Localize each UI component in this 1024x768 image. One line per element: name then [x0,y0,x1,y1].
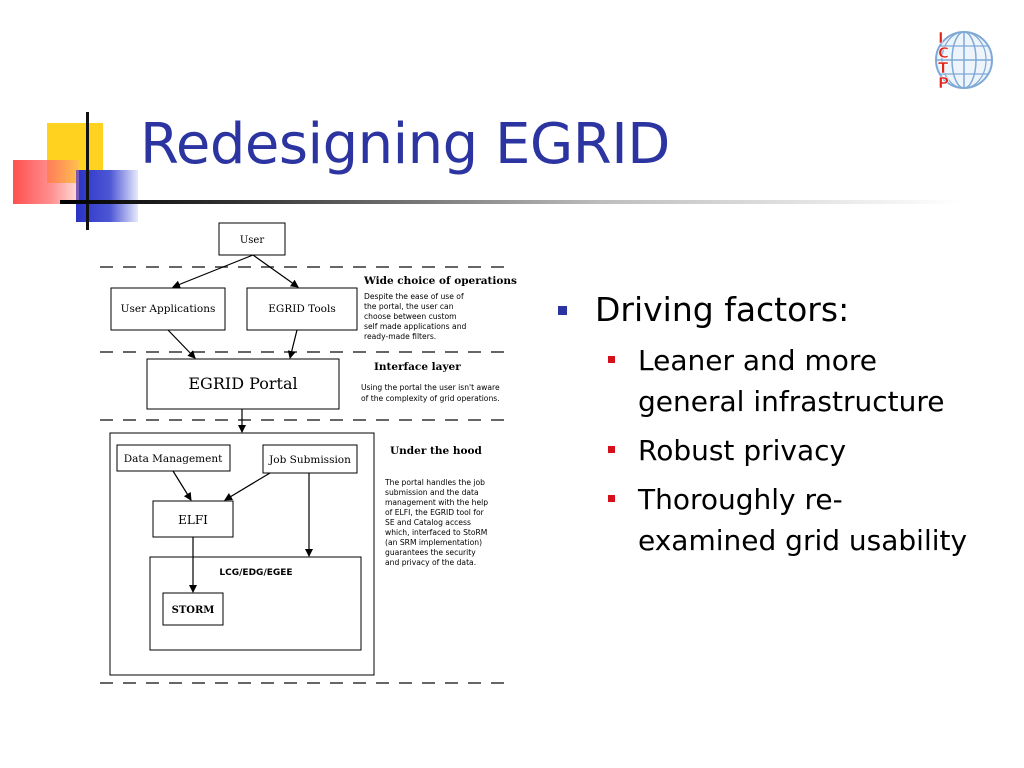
storm-box [162,592,224,626]
sub-bullet-text-line: general infrastructure [638,385,945,418]
sub-bullet-text-line: Thoroughly re- [638,483,843,516]
sub-bullet-text-line: examined grid usability [638,524,968,557]
hood-text-line: of ELFI, the EGRID tool for [385,508,485,517]
hood-text-line: SE and Catalog access [385,518,471,527]
logo-letter-i: I [938,29,944,47]
arrow-jobsubmission-to-elfi [224,472,271,501]
user-applications-label: User Applications [121,303,216,315]
egrid-portal-box [146,358,340,410]
wide-choice-text-line: ready-made filters. [364,332,436,341]
bullet-driving-factors: Driving factors: [555,290,967,330]
wide-choice-text-line: self made applications and [364,322,467,331]
wide-choice-text-line: Despite the ease of use of [364,292,464,301]
arrow-user-to-applications [172,254,254,289]
decor-vertical-line [86,112,89,230]
sub-bullet-text-line: Leaner and more [638,344,877,377]
hood-text-line: submission and the data [385,488,479,497]
user-label: User [240,235,264,246]
hood-text-line: (an SRM implementation) [385,538,482,547]
sub-bullet-text-line: Robust privacy [638,434,847,467]
arrow-tools-to-portal [287,329,298,359]
ictp-logo: I C T P [935,29,993,92]
lcg-label: LCG/EDG/EGEE [219,568,292,578]
wide-choice-text-line: choose between custom [364,312,457,321]
logo-letter-p: P [938,74,949,92]
flow-arrows [167,254,313,593]
data-management-label: Data Management [124,453,223,465]
logo-letter-t: T [938,59,949,77]
arrow-applications-to-portal [167,329,196,359]
egrid-tools-box [246,287,358,331]
decor-red-square [13,160,79,204]
hood-text-line: The portal handles the job [384,478,485,487]
title-underline [60,200,960,204]
interface-text-line: of the complexity of grid operations. [361,394,500,403]
hood-text-line: management with the help [385,498,488,507]
logo-letter-c: C [938,44,949,62]
arrow-datamanagement-to-elfi [172,470,192,501]
hood-heading: Under the hood [390,445,482,457]
data-management-box [116,444,231,472]
egrid-portal-label: EGRID Portal [188,374,297,393]
sub-bullet-leaner-infrastructure: Leaner and more general infrastructure [555,340,967,422]
wide-choice-heading: Wide choice of operations [363,275,517,287]
bullet-list: Driving factors: Leaner and more general… [555,290,967,569]
storm-label: STORM [172,605,215,616]
job-submission-label: Job Submission [268,454,351,466]
egrid-tools-label: EGRID Tools [268,303,335,315]
arrow-user-to-tools [252,254,299,288]
interface-text-line: Using the portal the user isn't aware [361,383,500,392]
hood-text-line: guarantees the security [385,548,476,557]
elfi-label: ELFI [178,513,208,527]
wide-choice-text-line: the portal, the user can [364,302,454,311]
globe-icon [935,31,993,89]
interface-heading: Interface layer [374,361,461,373]
hood-text-line: which, interfaced to StoRM [385,528,487,537]
job-submission-box [262,444,358,474]
sub-bullet-robust-privacy: Robust privacy [555,430,967,471]
sub-bullet-list: Leaner and more general infrastructure R… [555,340,967,561]
egrid-architecture-diagram: User User Applications EGRID Tools EGRID… [100,222,517,684]
hood-text-line: and privacy of the data. [385,558,476,567]
sub-bullet-grid-usability: Thoroughly re- examined grid usability [555,479,967,561]
slide-title: Redesigning EGRID [140,112,670,177]
